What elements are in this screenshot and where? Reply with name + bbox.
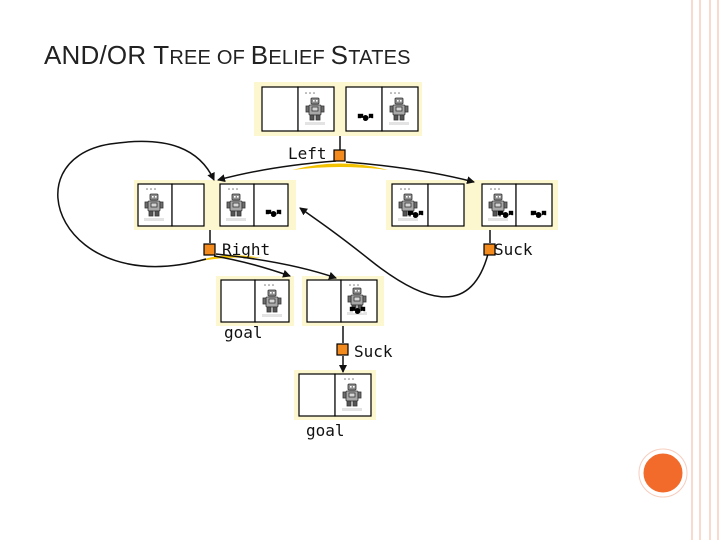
belief-state-root	[254, 82, 422, 136]
world-state	[261, 86, 335, 132]
goal-label: goal	[224, 323, 263, 342]
world-state	[220, 279, 290, 323]
edge-left-to-s1	[217, 160, 337, 183]
action-label-right: Right	[222, 240, 271, 259]
room-left	[220, 279, 256, 323]
room-left	[261, 86, 299, 132]
and-node-square-icon	[333, 149, 346, 162]
room-right	[171, 183, 205, 227]
world-state	[219, 183, 289, 227]
room-right	[515, 183, 553, 227]
right-stripe-decoration	[691, 0, 719, 540]
loop-edge-right-to-root	[57, 140, 215, 268]
belief-state-after-right	[302, 276, 384, 326]
room-left	[306, 279, 342, 323]
room-right	[427, 183, 465, 227]
world-state	[345, 86, 419, 132]
edge-left-to-s2	[345, 161, 475, 185]
belief-state-right-branch	[386, 180, 558, 230]
room-right	[253, 183, 289, 227]
accent-circle-decoration	[638, 448, 688, 498]
room-left	[345, 86, 383, 132]
world-state	[306, 279, 378, 323]
action-label-left: Left	[288, 144, 327, 163]
edge-right-to-s3	[213, 255, 291, 278]
and-node-square-icon	[336, 343, 349, 356]
world-state	[481, 183, 553, 227]
action-label-suck: Suck	[354, 342, 393, 361]
and-node-square-icon	[203, 243, 216, 256]
room-left	[298, 373, 336, 417]
belief-state-goal-two	[294, 370, 376, 420]
world-state	[298, 373, 372, 417]
and-or-tree-diagram	[57, 82, 558, 420]
and-node-square-icon	[483, 243, 496, 256]
belief-state-goal-one	[216, 276, 294, 326]
world-state	[137, 183, 205, 227]
slide-title: AND/OR TREE OF BELIEF STATES	[44, 40, 411, 70]
loop-edge-suck-to-s1	[299, 207, 489, 298]
action-label-suck: Suck	[494, 240, 533, 259]
belief-state-after-left	[134, 180, 296, 230]
edge-right-to-s4	[215, 253, 337, 280]
and-arc	[292, 163, 388, 170]
goal-label: goal	[306, 421, 345, 440]
world-state	[391, 183, 465, 227]
